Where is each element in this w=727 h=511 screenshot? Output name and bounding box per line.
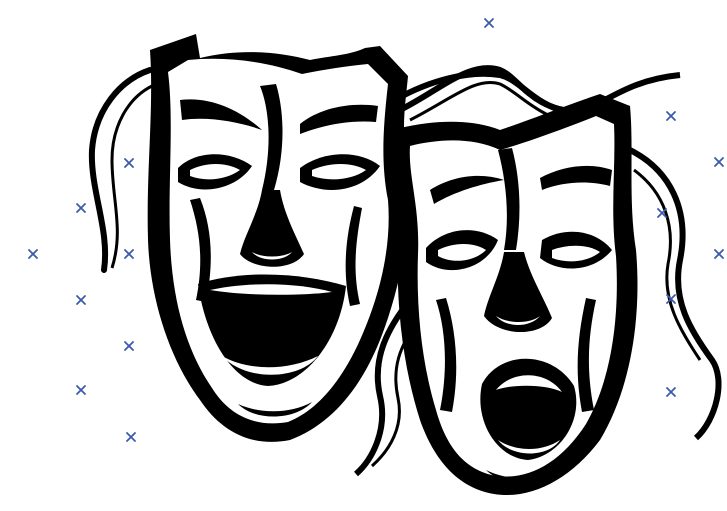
cross-marker-icon [666, 294, 676, 304]
tragedy-mask [353, 65, 722, 496]
cross-marker-icon [657, 208, 667, 218]
cross-marker-icon [666, 111, 676, 121]
cross-marker-icon [714, 249, 724, 259]
tragedy-ribbon-right [628, 147, 722, 441]
comedy-ribbon-right [393, 70, 562, 113]
cross-marker-icon [28, 249, 38, 259]
tragedy-nose [484, 252, 552, 333]
cross-marker-icon [76, 295, 86, 305]
tragedy-ribbon-top [398, 65, 681, 116]
cross-marker-icon [666, 387, 676, 397]
cross-marker-icon [76, 203, 86, 213]
cross-marker-icon [126, 432, 136, 442]
cross-marker-icon [76, 385, 86, 395]
comedy-nose [240, 190, 304, 267]
tragedy-ribbon-left [353, 298, 413, 477]
comedy-mouth [198, 274, 346, 386]
cross-marker-icon [124, 341, 134, 351]
cross-marker-icon [124, 158, 134, 168]
comedy-ribbon-left [88, 67, 153, 273]
comedy-mask [88, 34, 562, 442]
cross-marker-icon [484, 18, 494, 28]
cross-marker-icon [714, 157, 724, 167]
cross-marker-icon [124, 249, 134, 259]
